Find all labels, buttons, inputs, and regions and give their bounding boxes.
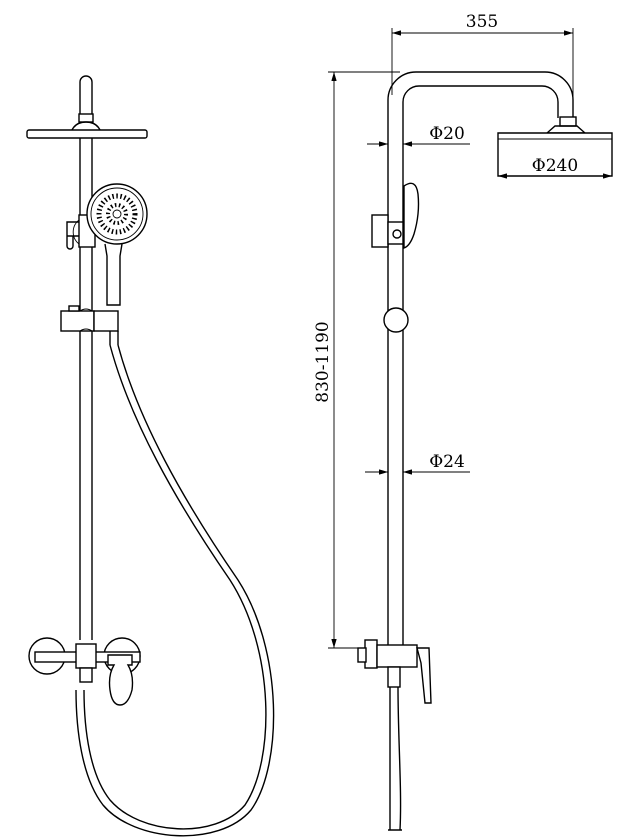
slide-bracket-side (383, 307, 409, 333)
head-nut-side (559, 116, 577, 127)
dim-height-range: 830-1190 (313, 321, 333, 402)
mixer-handle-side (416, 647, 432, 704)
front-view (26, 75, 275, 837)
dim-head-diameter: Φ240 (532, 156, 578, 176)
diverter-side (371, 214, 389, 248)
hand-shower-side (403, 182, 420, 249)
dim-arm-diameter: Φ20 (429, 124, 465, 144)
hose (83, 344, 267, 830)
head-nut (78, 113, 94, 123)
side-view (357, 71, 613, 831)
mixer-handle (107, 654, 134, 706)
dim-arm-reach: 355 (466, 12, 498, 32)
mixer (28, 637, 141, 706)
riser-top (79, 75, 93, 118)
overhead-shower-head (26, 129, 148, 139)
hand-shower-head (86, 183, 148, 245)
dimension-lines (328, 28, 612, 649)
shower-arm (387, 71, 574, 650)
hand-shower-handle (104, 243, 123, 306)
hose-side (388, 686, 402, 831)
slide-bracket (60, 310, 95, 332)
dim-riser-diameter: Φ24 (429, 452, 465, 472)
